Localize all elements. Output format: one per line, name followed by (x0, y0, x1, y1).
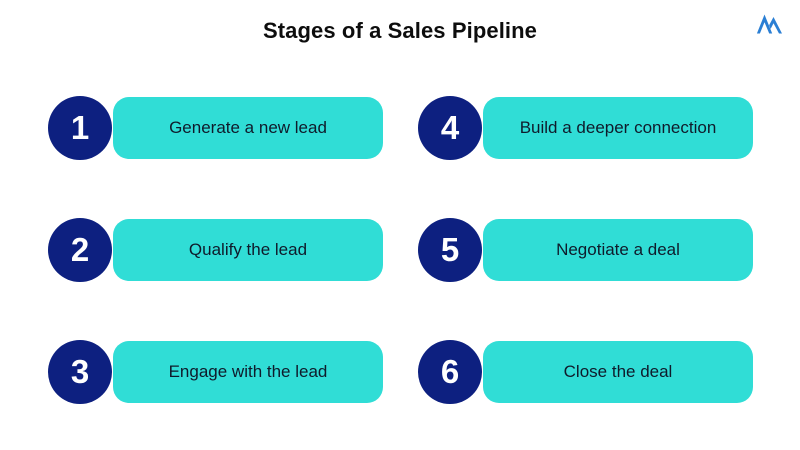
stage-badge: 5 (418, 218, 482, 282)
stage-pill[interactable]: Generate a new lead (113, 97, 383, 159)
stage-item[interactable]: Engage with the lead 3 (48, 338, 383, 406)
stage-label: Build a deeper connection (519, 118, 717, 137)
stage-label: Engage with the lead (168, 362, 328, 381)
page-title: Stages of a Sales Pipeline (262, 18, 538, 43)
stage-number: 5 (440, 230, 460, 268)
brand-logo (754, 11, 786, 41)
stage-badge: 3 (48, 340, 112, 404)
stage-badge: 6 (418, 340, 482, 404)
stages-grid: Generate a new lead 1 Qualify the lead 2… (0, 90, 800, 420)
stage-badge: 4 (418, 96, 482, 160)
stage-badge: 2 (48, 218, 112, 282)
stage-pill[interactable]: Close the deal (483, 341, 753, 403)
stage-pill[interactable]: Negotiate a deal (483, 219, 753, 281)
stage-label: Negotiate a deal (556, 240, 680, 259)
stage-number: 3 (70, 352, 90, 390)
mountain-logo-icon (756, 14, 782, 34)
stage-pill[interactable]: Qualify the lead (113, 219, 383, 281)
stage-item[interactable]: Build a deeper connection 4 (418, 94, 753, 162)
stage-pill[interactable]: Build a deeper connection (483, 97, 753, 159)
stage-item[interactable]: Qualify the lead 2 (48, 216, 383, 284)
stage-label: Close the deal (563, 362, 673, 381)
stage-item[interactable]: Negotiate a deal 5 (418, 216, 753, 284)
stage-item[interactable]: Generate a new lead 1 (48, 94, 383, 162)
stage-number: 4 (440, 108, 460, 146)
stage-label: Generate a new lead (169, 118, 327, 137)
stage-number: 1 (70, 108, 90, 146)
stage-badge: 1 (48, 96, 112, 160)
stage-label: Qualify the lead (188, 240, 308, 259)
stage-item[interactable]: Close the deal 6 (418, 338, 753, 406)
stage-number: 6 (440, 352, 460, 390)
stage-number: 2 (70, 230, 90, 268)
stage-pill[interactable]: Engage with the lead (113, 341, 383, 403)
